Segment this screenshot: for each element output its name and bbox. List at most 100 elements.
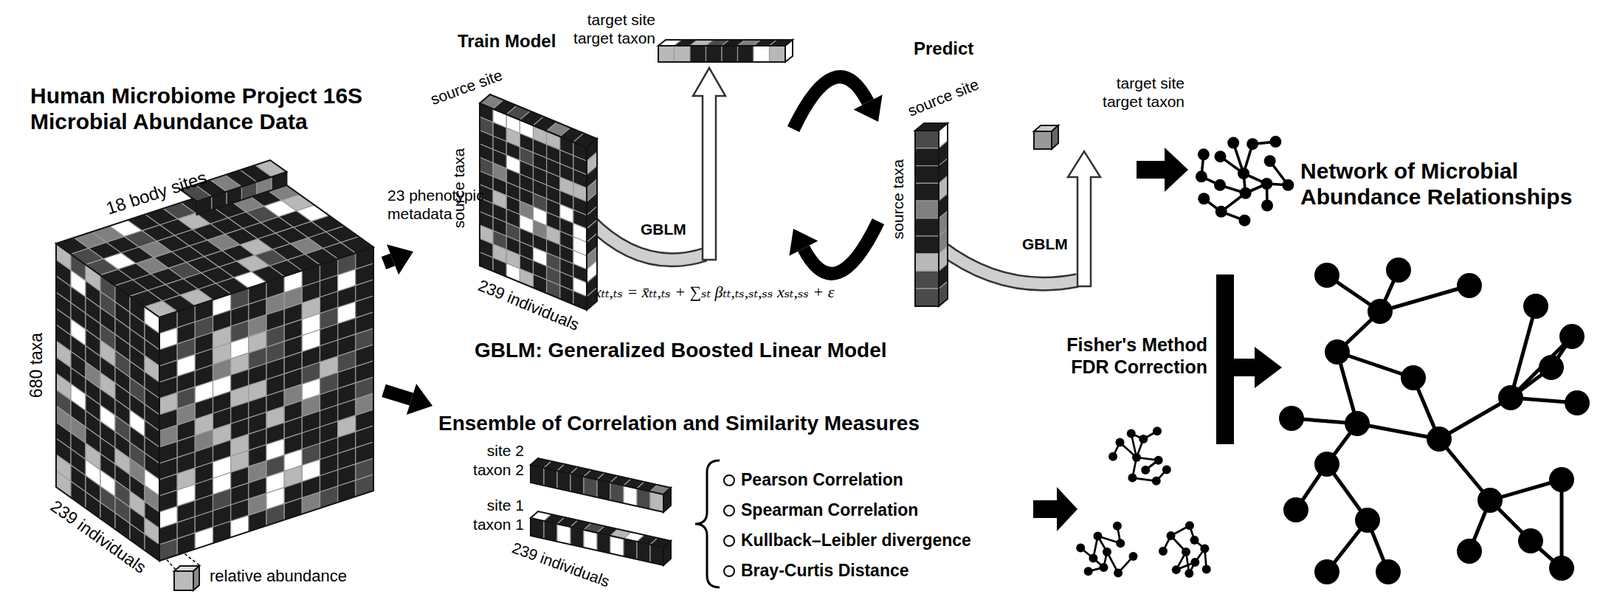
network-node	[1195, 170, 1208, 183]
network-node	[1214, 179, 1226, 192]
network-node	[1138, 434, 1148, 444]
network-node	[1132, 453, 1141, 462]
network-node	[1189, 535, 1199, 545]
abundance-cell	[674, 45, 691, 62]
merge-bar	[1216, 274, 1234, 445]
network-node	[1456, 538, 1482, 564]
label: source site	[904, 74, 982, 120]
network-node	[1126, 428, 1136, 438]
network-node	[1154, 456, 1164, 465]
block-arrow	[1033, 487, 1078, 532]
abundance-cell	[658, 45, 675, 62]
network-node	[1197, 192, 1210, 205]
abundance-cell	[85, 492, 101, 519]
connector-shaft	[803, 221, 879, 274]
abundance-cell	[174, 571, 194, 591]
network-node	[1538, 354, 1564, 381]
network-node	[1099, 563, 1109, 572]
face-outline	[530, 458, 671, 495]
network-node	[1367, 298, 1393, 324]
network-node	[1260, 177, 1273, 190]
abundance-cell	[56, 470, 71, 498]
network-node	[1344, 411, 1370, 437]
grid-face	[1051, 125, 1059, 150]
section-heading: Ensemble of Correlation and Similarity M…	[438, 411, 1022, 436]
label: site 2	[413, 441, 524, 460]
section: Network of Microbial Abundance Relations…	[1287, 151, 1595, 591]
abundance-cell	[1033, 131, 1052, 150]
network-node	[1498, 385, 1524, 411]
gblm-arrow-outline	[588, 219, 705, 260]
grid-face	[663, 540, 671, 566]
network-node	[1314, 559, 1340, 585]
network-node	[1564, 390, 1590, 416]
abundance-cell	[915, 288, 939, 307]
face-outline	[938, 123, 948, 307]
abundance-cell	[690, 45, 707, 62]
network-node	[1158, 546, 1168, 556]
abundance-cell	[915, 200, 939, 219]
face-outline	[530, 511, 671, 548]
section-heading: Predict	[913, 38, 995, 60]
network-node	[1215, 205, 1228, 218]
abundance-cell	[1051, 125, 1059, 150]
network	[1076, 521, 1138, 578]
hollow-arrow	[1067, 151, 1101, 287]
network-node	[1127, 473, 1137, 483]
face-outline	[479, 94, 598, 148]
connector-shaft	[793, 76, 868, 130]
abundance-cell	[915, 166, 939, 184]
network-node	[1375, 559, 1401, 585]
grid-face	[479, 94, 598, 148]
abundance-cell	[915, 218, 939, 237]
network-node	[1278, 405, 1305, 431]
abundance-cell	[753, 45, 770, 62]
network-node	[1269, 135, 1282, 148]
face-outline	[1033, 131, 1052, 150]
abundance-cell	[915, 130, 939, 149]
network-node	[1385, 257, 1412, 283]
label: target site target taxon	[1073, 73, 1185, 111]
label: source taxa	[888, 159, 908, 240]
network-link	[1380, 285, 1470, 312]
network-node	[1076, 543, 1085, 553]
network	[1158, 521, 1212, 578]
network-link	[1510, 336, 1572, 398]
face-outline	[1051, 125, 1059, 150]
abundance-cell	[70, 481, 86, 508]
flow-arrow	[788, 221, 879, 274]
abundance-cell	[738, 45, 755, 62]
bracket	[695, 460, 720, 588]
grid-face	[530, 511, 671, 548]
network-node	[1549, 555, 1575, 581]
face-outline	[663, 487, 671, 513]
network-node	[1152, 426, 1162, 436]
network-node	[1152, 476, 1161, 486]
label: GBLM	[640, 219, 687, 239]
abundance-cell	[193, 566, 200, 591]
face-outline	[785, 39, 793, 62]
label: taxon 2	[413, 460, 524, 479]
network-node	[1246, 138, 1259, 150]
network-node	[1185, 521, 1195, 530]
network-node	[1200, 543, 1209, 553]
network-node	[1354, 507, 1381, 533]
network-node	[1181, 547, 1191, 557]
network-node	[1113, 568, 1123, 578]
network-node	[1214, 150, 1226, 163]
grid-face	[174, 571, 194, 591]
label: Spearman Correlation	[740, 500, 919, 522]
label: relative abundance	[209, 566, 347, 586]
face-outline	[479, 103, 587, 310]
label: target site target taxon	[544, 10, 656, 48]
grid-face	[658, 39, 793, 46]
connector-shaft	[383, 259, 393, 264]
network-node	[1426, 426, 1452, 452]
face-outline	[658, 39, 793, 46]
network-node	[1102, 547, 1112, 557]
abundance-cell	[915, 236, 939, 254]
network-node	[1523, 293, 1549, 319]
abundance-cell	[785, 39, 793, 62]
label: site 1	[413, 495, 524, 515]
label: 23 phenotypic metadata	[387, 185, 499, 223]
